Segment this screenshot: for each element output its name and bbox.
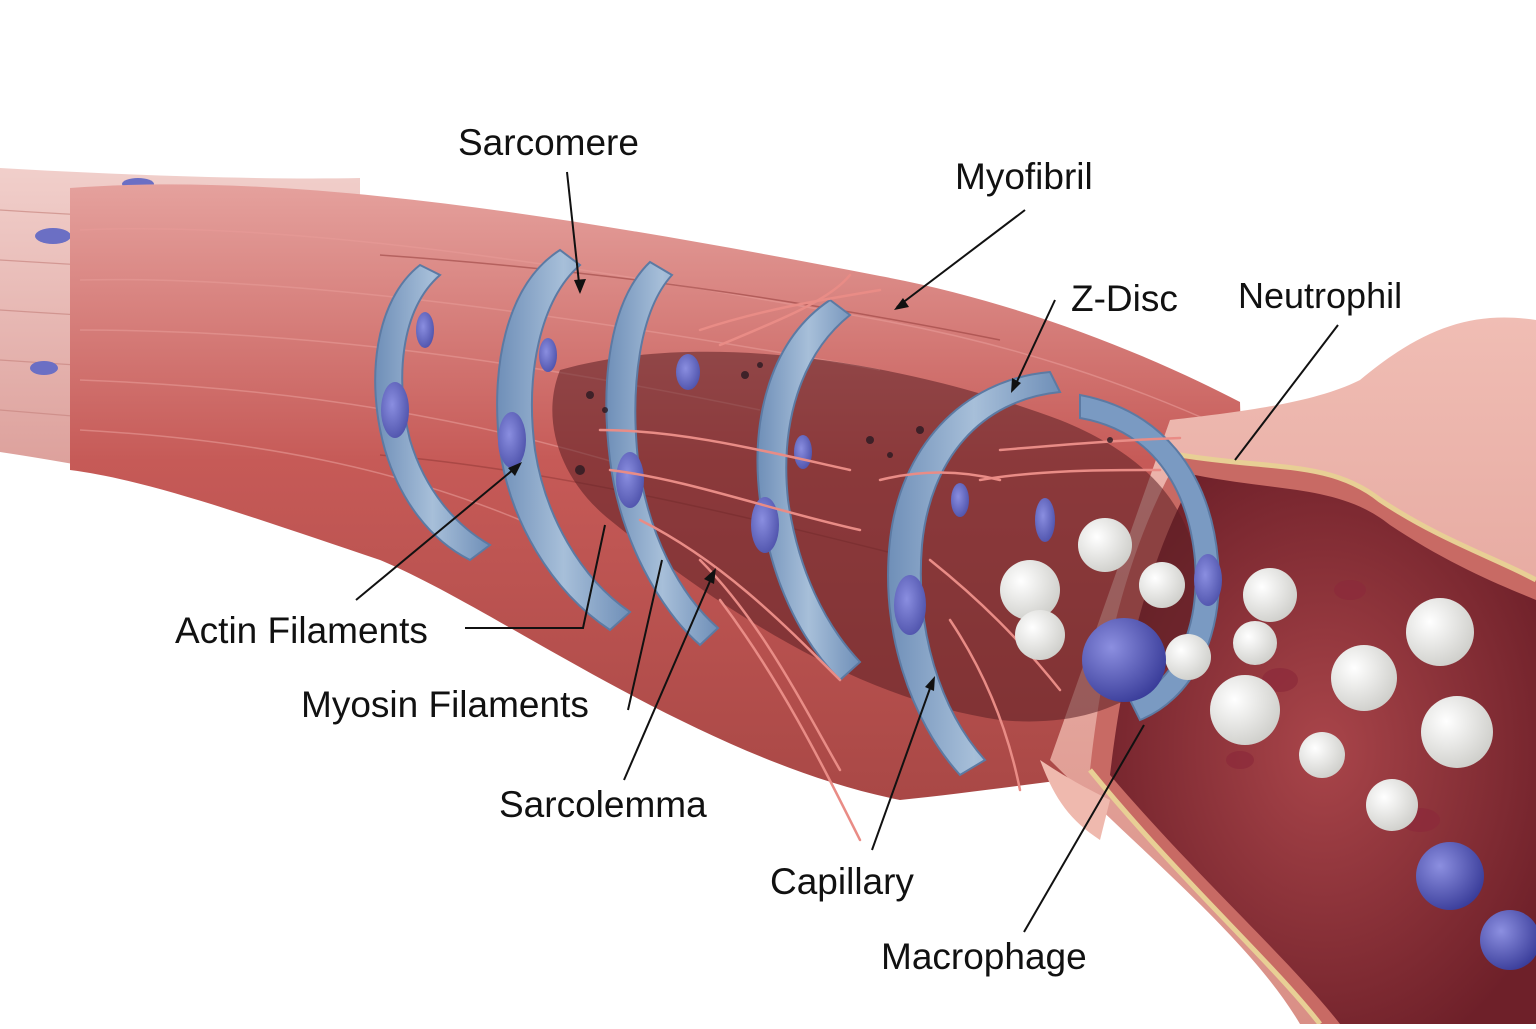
label-sarcomere: Sarcomere (458, 122, 639, 163)
frayed-filaments (598, 273, 1182, 842)
label-myosin-filaments: Myosin Filaments (301, 684, 589, 725)
white-blood-cells (1000, 518, 1493, 831)
filament-debris (575, 362, 1113, 475)
macrophage-cells (1082, 618, 1536, 970)
leader-lines (355, 171, 1339, 933)
label-neutrophil: Neutrophil (1238, 275, 1403, 316)
label-macrophage: Macrophage (881, 936, 1087, 977)
label-capillary: Capillary (770, 861, 914, 902)
label-actin-filaments: Actin Filaments (175, 610, 428, 651)
nuclei (381, 312, 1222, 635)
label-myofibril: Myofibril (955, 156, 1093, 197)
label-z-disc: Z-Disc (1071, 278, 1178, 319)
label-sarcolemma: Sarcolemma (499, 784, 707, 825)
